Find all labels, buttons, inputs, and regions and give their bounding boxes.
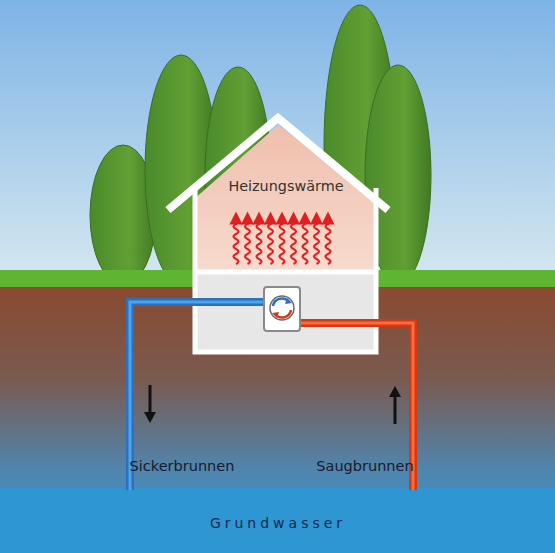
heat-arrow — [245, 218, 250, 264]
heat-arrow — [314, 218, 319, 264]
heat-arrow — [326, 218, 331, 264]
well-label: Sickerbrunnen — [130, 458, 235, 474]
heat-arrow — [291, 218, 296, 264]
well-label: Saugbrunnen — [316, 458, 413, 474]
heat-arrow — [303, 218, 308, 264]
heat-arrow — [268, 218, 273, 264]
heat-arrow — [234, 218, 239, 264]
room-area: Heizungswärme — [198, 178, 374, 194]
room-label: Heizungswärme — [198, 178, 374, 194]
heat-arrow — [257, 218, 262, 264]
heat-arrow — [280, 218, 285, 264]
groundwater-label: Grundwasser — [210, 515, 346, 531]
